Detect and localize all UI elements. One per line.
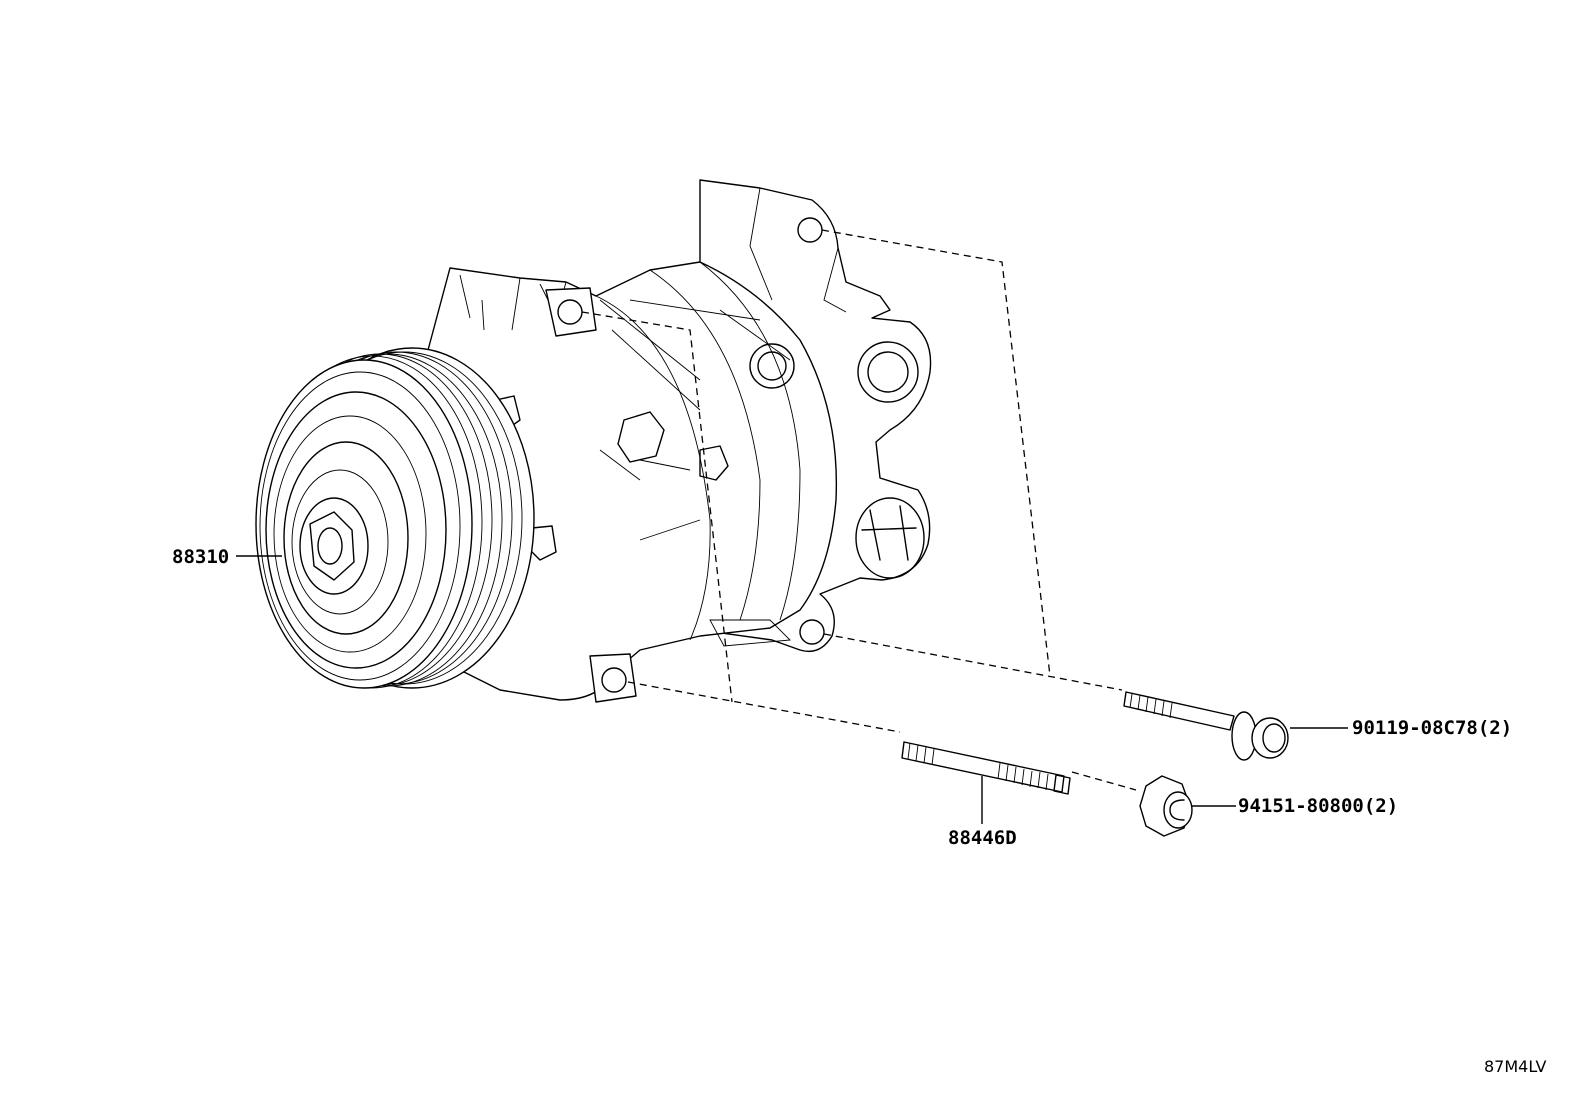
assembly-dash-lines [581, 229, 1137, 791]
pulley-icon [255, 347, 535, 689]
part-label-flange-bolt: 90119-08C78(2) [1352, 717, 1512, 739]
nut-icon [1139, 775, 1193, 837]
stud-bolt-icon [901, 741, 1071, 795]
flange-bolt-icon [1123, 691, 1289, 761]
part-label-stud-bolt: 88446D [948, 827, 1017, 849]
part-label-compressor: 88310 [172, 546, 229, 568]
compressor-icon [255, 179, 932, 703]
diagram-id: 87M4LV [1484, 1057, 1547, 1076]
part-label-nut: 94151-80800(2) [1238, 795, 1398, 817]
